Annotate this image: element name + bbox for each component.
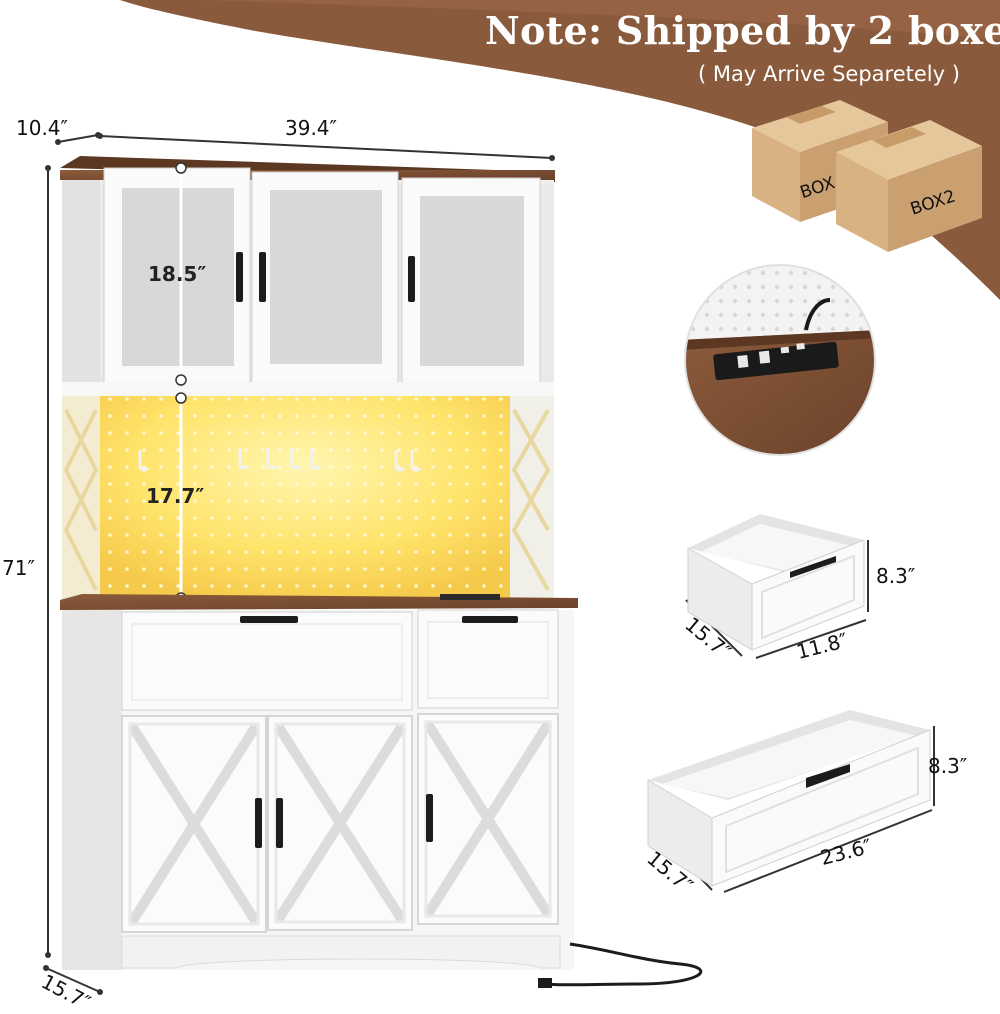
dimension-endcaps: [43, 132, 555, 995]
small-drawer-illustration: [687, 514, 865, 651]
depth-top-label: 10.4″: [16, 116, 69, 140]
drawer-handle: [806, 764, 850, 788]
door-handle: [408, 256, 415, 302]
countertop: [60, 594, 578, 610]
small-drawer-height-label: 8.3″: [876, 564, 916, 588]
upper-cabinet: [100, 167, 554, 385]
large-drawer-height-label: 8.3″: [928, 754, 968, 778]
shipping-note-subtitle: ( May Arrive Separetely ): [698, 62, 960, 86]
door-handle: [255, 798, 262, 848]
power-cord: [547, 942, 703, 987]
door-handle: [426, 794, 433, 842]
large-drawer-illustration: [647, 710, 931, 887]
middle-shelf: [62, 382, 554, 396]
plug-icon: [538, 978, 552, 988]
led-pegboard: [62, 396, 554, 598]
door-handle: [276, 798, 283, 848]
door-handle: [236, 252, 243, 302]
box2-illustration: [836, 120, 982, 252]
drawer-handle: [240, 616, 298, 623]
drawer-handle: [790, 556, 836, 578]
shipping-note-title: Note: Shipped by 2 boxes: [485, 8, 1000, 53]
width-label: 39.4″: [285, 116, 338, 140]
upper-cabinet-height-label: 18.5″: [148, 262, 207, 286]
door-handle: [259, 252, 266, 302]
banner-swoosh-highlight: [200, 0, 1000, 40]
banner-swoosh: [120, 0, 1000, 300]
pegboard-height-label: 17.7″: [146, 484, 205, 508]
base-cabinet: [62, 609, 574, 970]
height-label: 71″: [2, 556, 35, 580]
power-strip-detail: [684, 264, 876, 456]
drawer-handle: [462, 616, 518, 623]
